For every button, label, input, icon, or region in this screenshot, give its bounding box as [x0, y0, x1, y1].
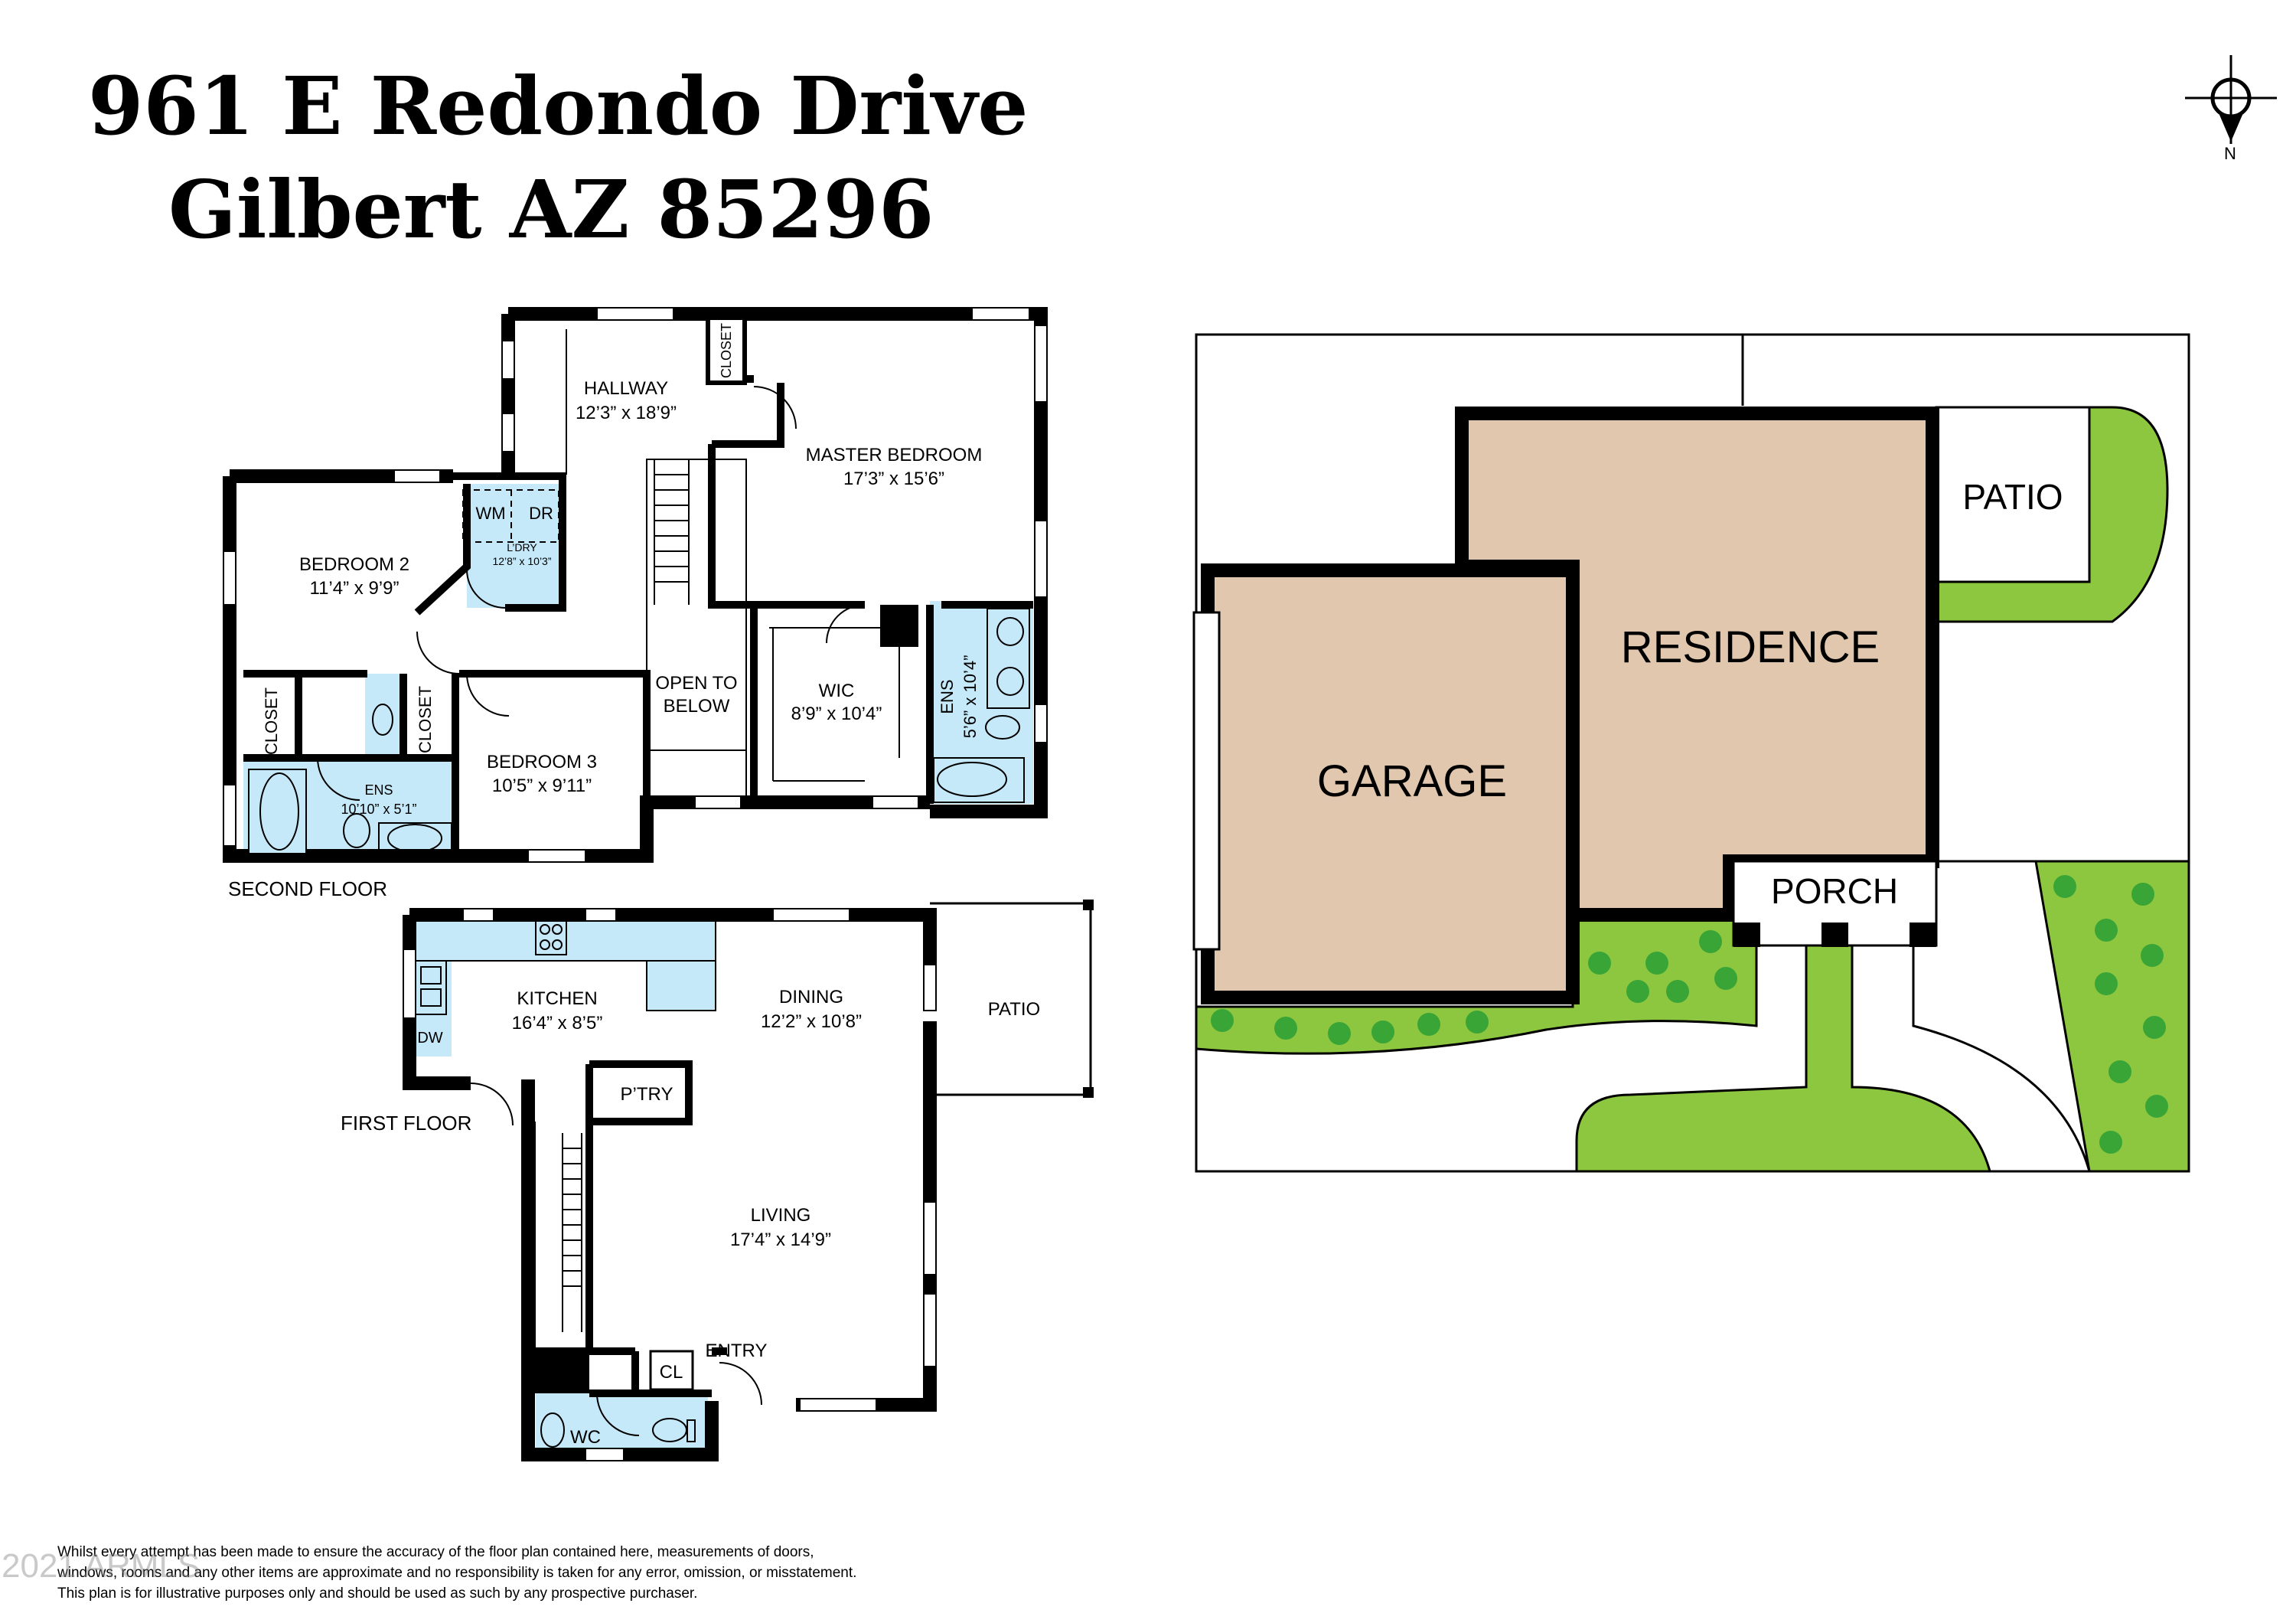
bedroom-2-dims: 11’4” x 9’9”: [310, 578, 400, 599]
wic-name: WIC: [819, 681, 855, 701]
kitchen-name: KITCHEN: [517, 988, 597, 1009]
bedroom-3-dims: 10’5” x 9’11”: [492, 776, 592, 796]
address-line-2: Gilbert AZ 85296: [168, 162, 934, 256]
kitchen-dims: 16’4” x 8’5”: [512, 1013, 603, 1034]
address-line-1: 961 E Redondo Drive: [88, 59, 1028, 153]
master-bedroom-name: MASTER BEDROOM: [806, 445, 983, 465]
watermark: 2021 ARMLS: [2, 1547, 200, 1585]
disclaimer: Whilst every attempt has been made to en…: [57, 1544, 856, 1602]
dining-name: DINING: [779, 987, 843, 1007]
cl-label: CL: [660, 1362, 683, 1383]
laundry-name: L’DRY: [507, 541, 537, 554]
ens-right-room: [930, 601, 1033, 804]
living-name: LIVING: [751, 1205, 811, 1226]
residence-label: RESIDENCE: [1621, 622, 1880, 672]
laundry-room: [467, 484, 563, 608]
dining-dims: 12’2” x 10’8”: [761, 1011, 862, 1032]
living-dims: 17’4” x 14’9”: [730, 1229, 831, 1250]
lawn-front-strip: [1195, 917, 1758, 1055]
laundry-dims: 12’8” x 10’3”: [492, 555, 551, 567]
compass-label: N: [2224, 144, 2236, 163]
bedroom-2-name: BEDROOM 2: [299, 554, 409, 575]
closet-top-label: CLOSET: [719, 323, 734, 378]
patio-first-floor: PATIO: [988, 999, 1040, 1020]
pantry-label: P’TRY: [621, 1084, 673, 1105]
bedroom-3-name: BEDROOM 3: [487, 752, 597, 772]
north-arrow-icon: N: [2185, 55, 2277, 163]
wm-label: WM: [475, 504, 505, 523]
porch-label: PORCH: [1771, 871, 1898, 911]
second-floor-label: SECOND FLOOR: [228, 877, 387, 900]
open-to-below-1: OPEN TO: [655, 673, 737, 694]
wic-dims: 8’9” x 10’4”: [791, 704, 882, 724]
closet-left-label: CLOSET: [262, 687, 281, 755]
disclaimer-line-3: This plan is for illustrative purposes o…: [57, 1585, 697, 1602]
closet-mid-label: CLOSET: [416, 686, 435, 753]
wc-label: WC: [570, 1427, 601, 1448]
ens-right-dims: 5’6” x 10’4”: [960, 655, 980, 739]
hallway-name: HALLWAY: [584, 378, 668, 399]
lawn-patio: [1935, 406, 2169, 623]
first-floor-plan: KITCHEN 16’4” x 8’5” DINING 12’2” x 10’8…: [341, 900, 1094, 1461]
entry-label: ENTRY: [706, 1341, 768, 1361]
disclaimer-line-1: Whilst every attempt has been made to en…: [57, 1544, 814, 1560]
dw-label: DW: [417, 1030, 442, 1047]
site-plan: GARAGE RESIDENCE PATIO PORCH: [1192, 333, 2190, 1173]
dr-label: DR: [529, 504, 553, 523]
garage-label: GARAGE: [1317, 756, 1507, 806]
garage-building: [1201, 563, 1580, 1004]
ens-right-name: ENS: [938, 679, 957, 714]
disclaimer-line-2: windows, rooms and any other items are a…: [57, 1565, 856, 1581]
ens-left-dims: 10’10” x 5’1”: [341, 802, 416, 817]
hallway-dims: 12’3” x 18’9”: [576, 403, 677, 423]
first-floor-label: FIRST FLOOR: [341, 1112, 471, 1135]
lawn-front-yard: [1575, 944, 1991, 1173]
ens-left-name: ENS: [364, 782, 393, 798]
master-bedroom-dims: 17’3” x 15’6”: [843, 469, 944, 489]
second-floor-plan: HALLWAY 12’3” x 18’9” MASTER BEDROOM 17’…: [223, 307, 1048, 900]
patio-site-label: PATIO: [1962, 477, 2063, 517]
open-to-below-2: BELOW: [664, 696, 730, 717]
